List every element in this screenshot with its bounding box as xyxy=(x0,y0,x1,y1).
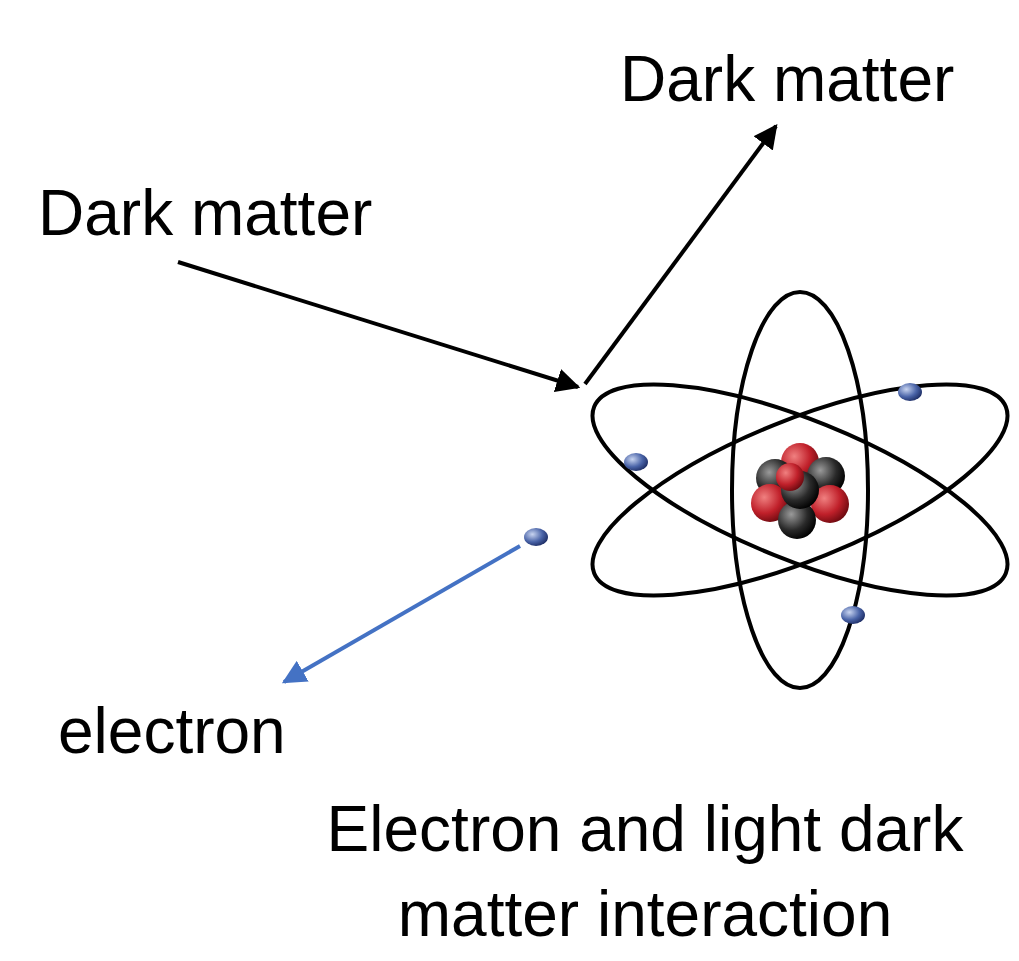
orbit xyxy=(568,342,1019,638)
particle-label: Dark matter xyxy=(38,176,372,250)
orbit xyxy=(568,342,1019,638)
incoming-arrow xyxy=(178,262,578,387)
electron-arrow xyxy=(284,546,520,682)
outgoing-arrow xyxy=(585,126,776,384)
nucleus xyxy=(751,443,849,539)
electrons xyxy=(524,383,922,624)
electron-dot xyxy=(624,453,648,471)
particle-label: Dark matter xyxy=(620,42,954,116)
orbit-ellipses xyxy=(568,292,1019,688)
caption: Electron and light dark matter interacti… xyxy=(285,787,1005,957)
electron-dot xyxy=(841,606,865,624)
orbit xyxy=(732,292,868,688)
electron-dot xyxy=(898,383,922,401)
ejected-electron xyxy=(524,528,548,546)
particle-label: electron xyxy=(58,694,286,768)
